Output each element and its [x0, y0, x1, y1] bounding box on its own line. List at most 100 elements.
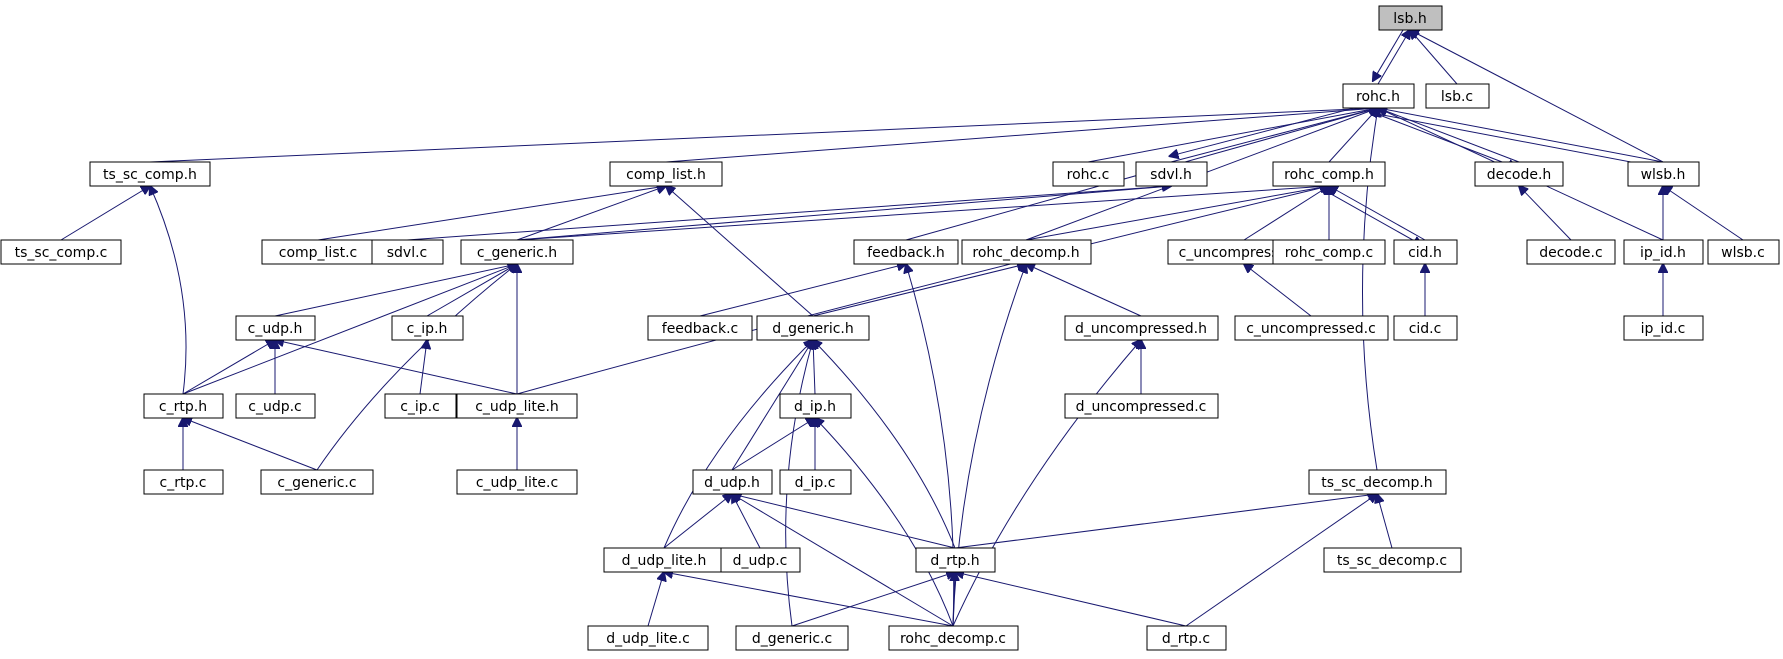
- node-d-uncompressed-c[interactable]: d_uncompressed.c: [1064, 393, 1219, 419]
- node-wlsb-c[interactable]: wlsb.c: [1707, 239, 1780, 265]
- node-ts-sc-decomp-c[interactable]: ts_sc_decomp.c: [1323, 547, 1462, 573]
- node-label: c_generic.h: [477, 245, 557, 261]
- node-d-generic-c[interactable]: d_generic.c: [735, 625, 849, 651]
- node-rohc-decomp-c[interactable]: rohc_decomp.c: [888, 625, 1019, 651]
- edge-d-rtp-c-to-d-rtp-h: [955, 572, 1187, 627]
- node-box: [915, 547, 996, 573]
- node-ip-id-h[interactable]: ip_id.h: [1623, 239, 1704, 265]
- node-label: wlsb.c: [1721, 245, 1765, 261]
- node-label: d_udp.c: [733, 553, 788, 569]
- edge-d-udp-c-to-d-udp-h: [732, 494, 761, 549]
- node-c-udp-c[interactable]: c_udp.c: [235, 393, 316, 419]
- node-d-udp-lite-c[interactable]: d_udp_lite.c: [587, 625, 709, 651]
- node-ts-sc-comp-c[interactable]: ts_sc_comp.c: [0, 239, 122, 265]
- edge-cid-h-to-rohc-comp-h: [1329, 186, 1426, 241]
- node-rohc-comp-c[interactable]: rohc_comp.c: [1272, 239, 1386, 265]
- node-ip-id-c[interactable]: ip_id.c: [1623, 315, 1704, 341]
- node-comp-list-c[interactable]: comp_list.c: [261, 239, 375, 265]
- edge-lsb-c-to-lsb-h: [1410, 30, 1458, 85]
- edge-rohc-h-to-wlsb-h: [1376, 113, 1662, 168]
- node-label: rohc_decomp.h: [972, 245, 1079, 261]
- edge-rohc-c-to-rohc-h: [1087, 108, 1378, 163]
- node-cid-h[interactable]: cid.h: [1393, 239, 1458, 265]
- node-label: c_rtp.c: [160, 475, 207, 491]
- edge-d-udp-h-to-d-generic-h: [731, 340, 813, 471]
- node-label: comp_list.h: [626, 167, 706, 183]
- node-lsb-c[interactable]: lsb.c: [1425, 83, 1490, 109]
- node-c-udp-h[interactable]: c_udp.h: [235, 315, 316, 341]
- node-lsb-h[interactable]: lsb.h: [1378, 5, 1443, 31]
- node-label: feedback.h: [867, 245, 945, 261]
- node-label: comp_list.c: [279, 245, 358, 261]
- node-d-rtp-c[interactable]: d_rtp.c: [1146, 625, 1227, 651]
- node-sdvl-h[interactable]: sdvl.h: [1135, 161, 1208, 187]
- node-cid-c[interactable]: cid.c: [1393, 315, 1458, 341]
- node-box: [587, 625, 709, 651]
- node-box: [1627, 161, 1700, 187]
- node-box: [235, 315, 316, 341]
- node-d-udp-c[interactable]: d_udp.c: [720, 547, 801, 573]
- edge-d-rtp-h-to-d-generic-h: [813, 340, 956, 549]
- node-decode-h[interactable]: decode.h: [1474, 161, 1564, 187]
- node-d-ip-c[interactable]: d_ip.c: [779, 469, 852, 495]
- edge-rohc-decomp-c-to-d-ip-h: [815, 418, 954, 627]
- node-label: d_udp.h: [704, 475, 760, 491]
- node-box: [261, 239, 375, 265]
- edges-layer: [60, 26, 1744, 627]
- edge-d-uncompressed-h-to-rohc-decomp-h: [1026, 264, 1142, 317]
- node-c-rtp-h[interactable]: c_rtp.h: [143, 393, 224, 419]
- node-d-ip-h[interactable]: d_ip.h: [779, 393, 852, 419]
- node-rohc-h[interactable]: rohc.h: [1342, 83, 1415, 109]
- node-d-uncompressed-h[interactable]: d_uncompressed.h: [1064, 315, 1219, 341]
- node-label: c_udp.c: [248, 399, 302, 415]
- node-label: c_udp_lite.c: [476, 475, 558, 491]
- node-c-generic-c[interactable]: c_generic.c: [260, 469, 374, 495]
- node-c-generic-h[interactable]: c_generic.h: [460, 239, 574, 265]
- edge-ts-sc-comp-c-to-ts-sc-comp-h: [60, 186, 150, 241]
- node-label: sdvl.h: [1150, 167, 1192, 183]
- node-label: ts_sc_decomp.h: [1321, 475, 1432, 491]
- node-c-ip-h[interactable]: c_ip.h: [391, 315, 464, 341]
- edge-d-ip-h-to-d-generic-h: [813, 340, 815, 395]
- node-c-udp-lite-c[interactable]: c_udp_lite.c: [456, 469, 578, 495]
- node-box: [1064, 393, 1219, 419]
- node-label: wlsb.h: [1641, 167, 1686, 183]
- edge-c-rtp-h-to-c-generic-h: [182, 264, 517, 395]
- node-rohc-c[interactable]: rohc.c: [1052, 161, 1125, 187]
- node-box: [756, 315, 870, 341]
- node-c-rtp-c[interactable]: c_rtp.c: [143, 469, 224, 495]
- node-label: c_generic.c: [277, 475, 356, 491]
- node-wlsb-h[interactable]: wlsb.h: [1627, 161, 1700, 187]
- edge-d-generic-h-to-comp-list-h: [666, 186, 814, 317]
- node-rohc-comp-h[interactable]: rohc_comp.h: [1272, 161, 1386, 187]
- node-sdvl-c[interactable]: sdvl.c: [371, 239, 444, 265]
- node-d-udp-h[interactable]: d_udp.h: [692, 469, 773, 495]
- node-rohc-decomp-h[interactable]: rohc_decomp.h: [961, 239, 1092, 265]
- node-c-ip-c[interactable]: c_ip.c: [384, 393, 457, 419]
- node-ts-sc-comp-h[interactable]: ts_sc_comp.h: [89, 161, 211, 187]
- node-d-generic-h[interactable]: d_generic.h: [756, 315, 870, 341]
- node-comp-list-h[interactable]: comp_list.h: [609, 161, 723, 187]
- node-label: rohc.c: [1067, 167, 1110, 183]
- edge-ts-sc-decomp-c-to-ts-sc-decomp-h: [1377, 494, 1393, 549]
- edge-c-generic-h-to-sdvl-h: [516, 186, 1171, 241]
- node-box: [735, 625, 849, 651]
- node-box: [1146, 625, 1227, 651]
- node-feedback-h[interactable]: feedback.h: [853, 239, 959, 265]
- node-d-udp-lite-h[interactable]: d_udp_lite.h: [603, 547, 725, 573]
- node-c-udp-lite-h[interactable]: c_udp_lite.h: [456, 393, 578, 419]
- node-label: ts_sc_decomp.c: [1337, 553, 1447, 569]
- node-c-uncompressed-c[interactable]: c_uncompressed.c: [1234, 315, 1389, 341]
- edge-decode-c-to-decode-h: [1519, 186, 1572, 241]
- node-box: [853, 239, 959, 265]
- edge-d-udp-lite-h-to-d-udp-h: [663, 494, 732, 549]
- edge-c-uncompressed-h-to-rohc-comp-h: [1243, 186, 1329, 241]
- node-box: [1623, 239, 1704, 265]
- node-label: cid.c: [1409, 321, 1442, 337]
- node-box: [1272, 161, 1386, 187]
- node-decode-c[interactable]: decode.c: [1526, 239, 1616, 265]
- node-d-rtp-h[interactable]: d_rtp.h: [915, 547, 996, 573]
- node-ts-sc-decomp-h[interactable]: ts_sc_decomp.h: [1308, 469, 1447, 495]
- node-box: [1425, 83, 1490, 109]
- node-feedback-c[interactable]: feedback.c: [647, 315, 753, 341]
